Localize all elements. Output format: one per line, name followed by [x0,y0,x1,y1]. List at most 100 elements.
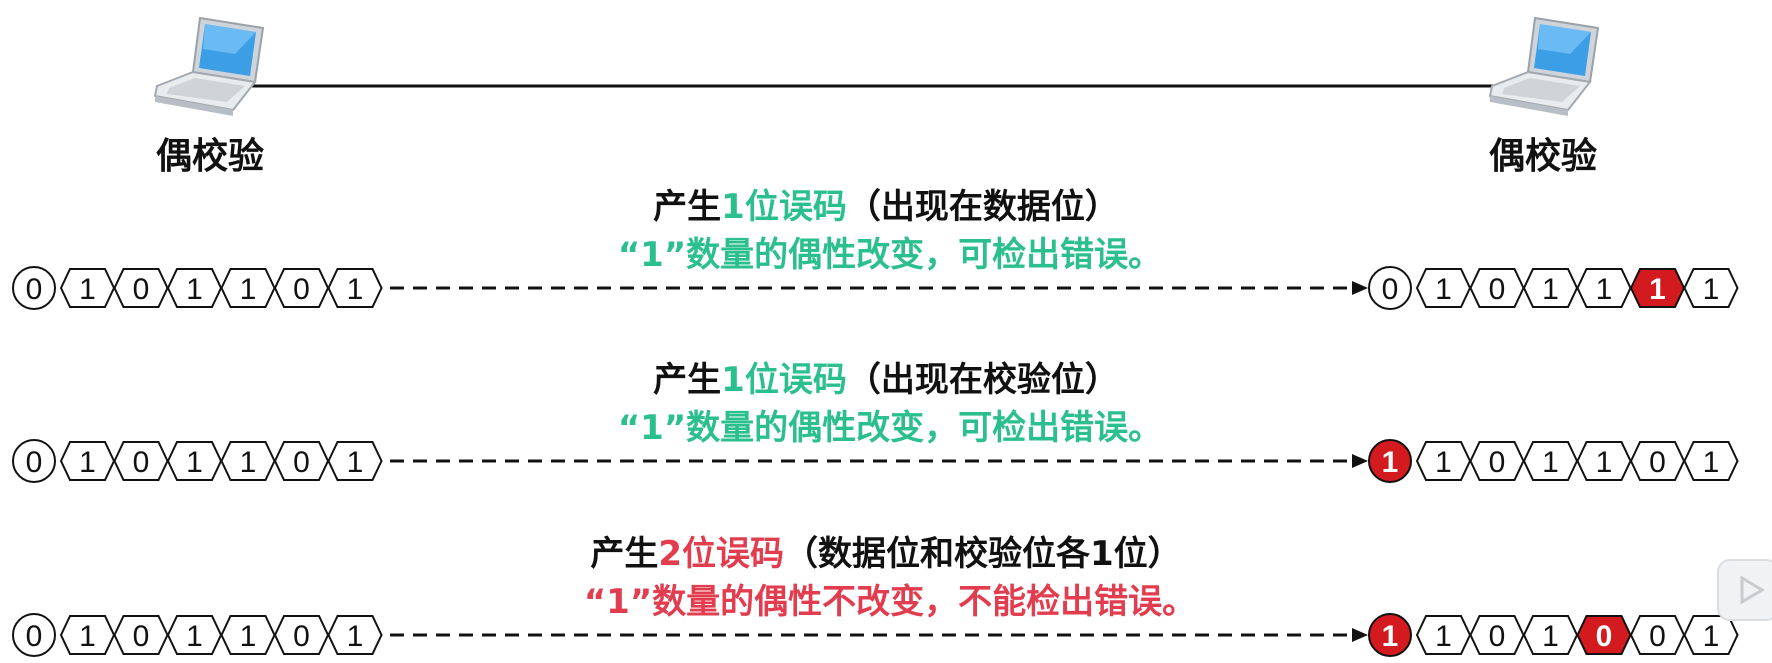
bit-cell: 0 [1368,266,1412,310]
bit-cell: 0 [113,441,169,481]
bit-cell: 1 [1522,441,1579,481]
left-pc-label: 偶校验 [156,136,264,177]
bit-cell: 1 [59,441,116,481]
error-bit: 1 [1629,268,1686,308]
bit-value: 1 [79,620,96,653]
bit-value: 1 [347,620,364,653]
row-3: 产生2位误码（数据位和校验位各1位） “1”数量的偶性不改变，不能检出错误。 0… [12,534,1739,657]
bit-value: 1 [1382,446,1399,479]
title-prefix: 产生 [653,360,721,400]
laptop-icon [153,16,265,116]
bit-value: 0 [1489,446,1506,479]
bit-cell: 1 [1522,268,1579,308]
bit-value: 1 [186,620,203,653]
arrow-head [1352,281,1368,295]
bit-circle [12,439,56,483]
row-title: 产生2位误码（数据位和校验位各1位） [590,534,1181,574]
bit-cell: 0 [273,615,330,655]
bit-hexagon [1683,268,1739,308]
bit-cell: 0 [1629,615,1686,655]
bit-cell: 1 [166,615,223,655]
bit-value: 1 [240,446,257,479]
bit-cell: 1 [166,268,223,308]
bit-circle [12,613,56,657]
bit-value: 1 [186,273,203,306]
title-highlight: 1位误码 [721,360,847,400]
bit-cell: 1 [59,615,116,655]
bit-value: 0 [133,273,150,306]
bit-value: 1 [347,273,364,306]
bit-cell: 0 [273,441,330,481]
bit-cell: 1 [1415,268,1472,308]
title-prefix: 产生 [653,187,721,227]
title-highlight: 2位误码 [658,534,784,574]
title-suffix: （出现在数据位） [847,187,1119,227]
bit-cell: 1 [220,615,276,655]
bit-cell: 0 [273,268,330,308]
error-bit: 1 [1368,613,1412,657]
bit-cell: 0 [12,439,56,483]
bit-value: 1 [79,273,96,306]
bit-value: 1 [240,273,257,306]
bit-value: 0 [26,620,43,653]
bit-value: 0 [293,620,310,653]
bit-hexagon [327,441,383,481]
arrow-head [1352,454,1368,468]
row-title: 产生1位误码（出现在数据位） [653,187,1119,227]
bit-cell: 1 [1576,441,1632,481]
row-subtitle: “1”数量的偶性改变，可检出错误。 [618,235,1162,275]
bit-value: 1 [186,446,203,479]
bit-value: 1 [347,446,364,479]
bit-hexagon [1683,441,1739,481]
bit-cell: 0 [1469,441,1525,481]
bit-value: 0 [133,446,150,479]
bit-value: 0 [1382,273,1399,306]
title-suffix: （出现在校验位） [847,360,1119,400]
bit-hexagon [327,615,383,655]
bit-cell: 1 [1415,441,1472,481]
bit-cell: 1 [220,441,276,481]
bit-cell: 0 [12,266,56,310]
bit-value: 0 [133,620,150,653]
bit-value: 0 [1489,620,1506,653]
bit-value: 1 [1542,273,1559,306]
play-overlay-icon[interactable] [1717,559,1772,621]
title-highlight: 1位误码 [721,187,847,227]
bit-value: 1 [1596,273,1613,306]
bit-circle [1368,439,1412,483]
bit-cell: 1 [59,268,116,308]
bit-cell: 1 [327,268,383,308]
bit-value: 0 [1649,620,1666,653]
bit-cell: 1 [166,441,223,481]
bit-cell: 0 [1469,268,1525,308]
row-subtitle: “1”数量的偶性改变，可检出错误。 [618,408,1162,448]
bit-value: 0 [1596,620,1613,653]
bit-value: 0 [1649,446,1666,479]
bit-cell: 1 [1576,268,1632,308]
bit-cell: 1 [1683,615,1739,655]
bit-value: 0 [1489,273,1506,306]
row-subtitle: “1”数量的偶性不改变，不能检出错误。 [584,582,1196,622]
bit-cell: 1 [1415,615,1472,655]
bit-cell: 1 [327,615,383,655]
title-prefix: 产生 [590,534,658,574]
bit-value: 1 [1703,446,1720,479]
bit-value: 0 [26,446,43,479]
bit-value: 1 [1435,446,1452,479]
bit-cell: 1 [1522,615,1579,655]
bit-value: 1 [1542,446,1559,479]
bit-value: 1 [1435,620,1452,653]
bit-value: 1 [1542,620,1559,653]
arrow-head [1352,628,1368,642]
bit-cell: 0 [113,268,169,308]
bit-cell: 1 [1683,268,1739,308]
bit-circle [1368,613,1412,657]
